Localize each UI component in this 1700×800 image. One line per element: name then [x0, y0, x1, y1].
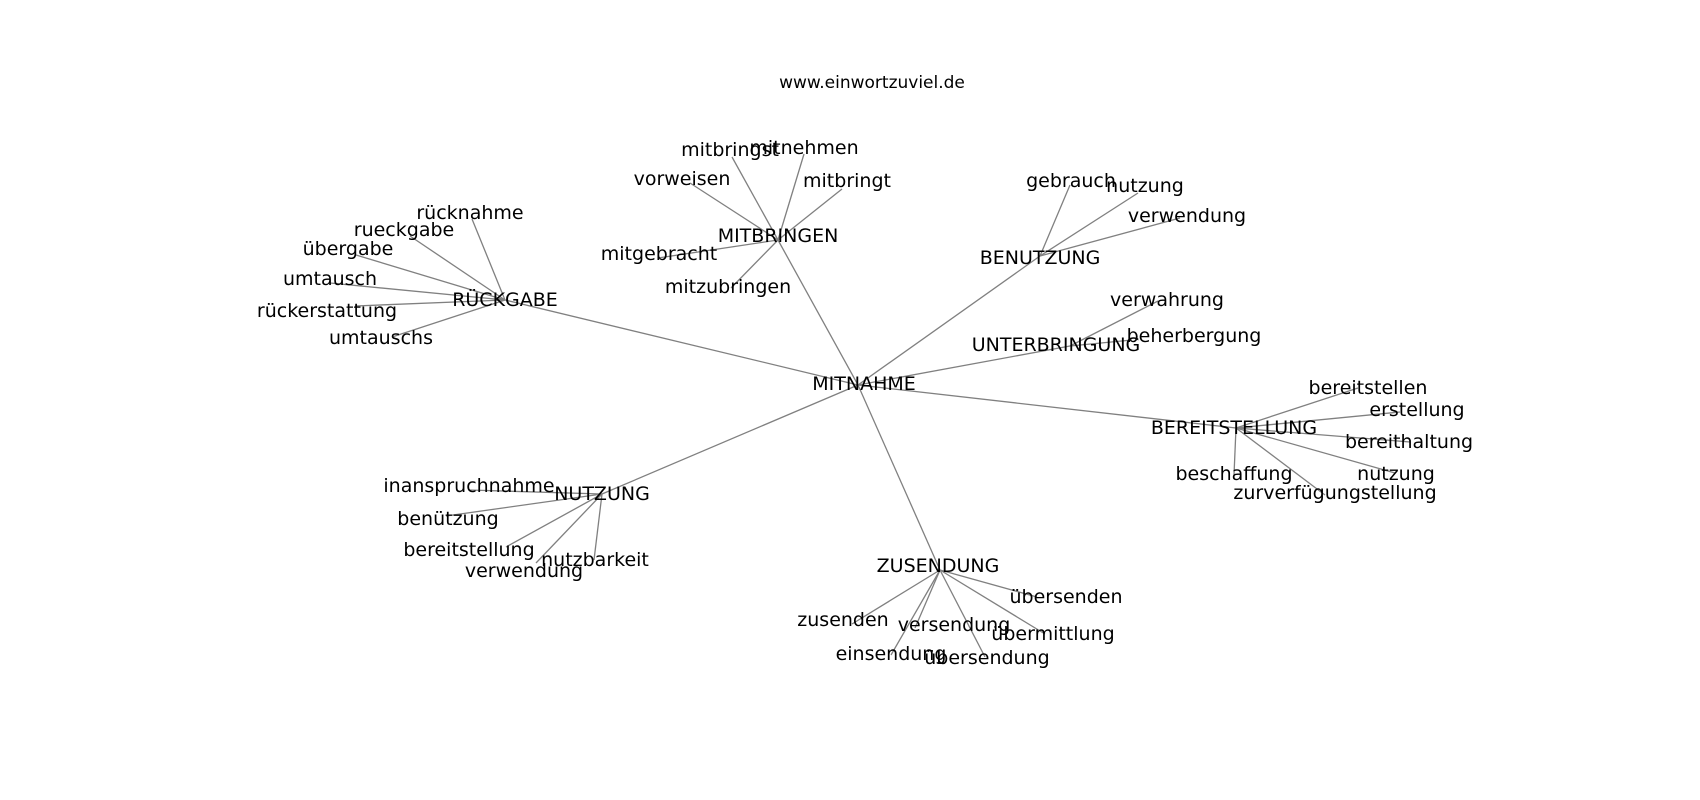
leaf-node-zusenden: zusenden [797, 609, 888, 631]
edge-mitbringen-mitzubringen [730, 239, 779, 289]
edge-rueckgabe-uebergabe [355, 254, 506, 301]
edge-nutzung-verwendung [535, 493, 603, 564]
edge-mitbringen-mitnehmen [777, 153, 805, 241]
edge-zusendung-einsendung [890, 569, 941, 656]
leaf-node-mitbringst: mitbringst [681, 139, 779, 161]
edge-root-benutzung [857, 255, 1041, 386]
edge-nutzung-benuetzung [445, 493, 603, 517]
edge-rueckgabe-rueckgabe [409, 235, 506, 301]
edge-zusendung-versendung [914, 569, 941, 629]
leaf-node-versendung: versendung [898, 614, 1011, 636]
edge-rueckgabe-umtausch [329, 282, 506, 301]
leaf-node-uebergabe: übergabe [303, 238, 394, 260]
leaf-node-mitzubringen: mitzubringen [665, 276, 791, 298]
hub-node-nutzung: NUTZUNG [554, 483, 650, 505]
edge-mitbringen-mitbringst [731, 156, 779, 241]
edge-nutzung-bereitstellung [505, 493, 603, 548]
hub-node-zusendung: ZUSENDUNG [877, 555, 1000, 577]
edge-unterbringung-verwahrung [1069, 300, 1159, 347]
leaf-node-zurverfuegungstellung: zurverfügungstellung [1233, 482, 1436, 504]
edge-rueckgabe-rueckerstattung [354, 299, 506, 307]
edge-bereitstellung-erstellung [1235, 411, 1401, 429]
edge-rueckgabe-umtauschs [391, 299, 506, 338]
edges-layer [329, 153, 1411, 658]
edge-bereitstellung-zurverfuegungstellung [1235, 427, 1326, 496]
leaf-node-rueckerstattung: rückerstattung [257, 300, 397, 322]
edge-mitbringen-vorweisen [689, 182, 779, 241]
leaf-node-bereithaltung: bereithaltung [1345, 431, 1473, 453]
edge-rueckgabe-ruecknahme [471, 218, 506, 301]
leaf-node-verwendung: verwendung [1128, 205, 1246, 227]
hub-node-benutzung: BENUTZUNG [980, 247, 1101, 269]
leaf-node-beherbergung: beherbergung [1127, 325, 1262, 347]
leaf-node-uebermittlung: übermittlung [991, 623, 1114, 645]
leaf-node-vorweisen: vorweisen [634, 168, 731, 190]
leaf-node-nutzung: nutzung [1106, 175, 1184, 197]
hub-node-rueckgabe: RÜCKGABE [452, 288, 558, 311]
edge-bereitstellung-bereithaltung [1235, 427, 1411, 443]
hub-node-mitbringen: MITBRINGEN [718, 225, 839, 247]
leaf-node-verwendung: verwendung [465, 560, 583, 582]
leaf-node-inanspruchnahme: inanspruchnahme [383, 475, 554, 497]
edge-mitbringen-mitgebracht [657, 239, 779, 259]
edge-root-mitbringen [777, 239, 859, 386]
edge-root-zusendung [857, 384, 941, 571]
leaf-node-beschaffung: beschaffung [1175, 463, 1292, 485]
edge-mitbringen-mitbringt [777, 188, 843, 241]
leaf-node-bereitstellen: bereitstellen [1309, 377, 1428, 399]
leaf-node-nutzbarkeit: nutzbarkeit [541, 549, 649, 571]
leaf-node-einsendung: einsendung [836, 643, 947, 665]
leaf-node-gebrauch: gebrauch [1026, 170, 1116, 192]
leaf-node-umtauschs: umtauschs [329, 327, 433, 349]
edge-zusendung-uebermittlung [939, 569, 1046, 635]
leaf-node-rueckgabe: rueckgabe [354, 219, 454, 241]
hub-node-bereitstellung: BEREITSTELLUNG [1151, 417, 1317, 439]
edge-zusendung-uebersendung [939, 569, 986, 658]
root-node-label: MITNAHME [812, 373, 916, 395]
edge-benutzung-gebrauch [1039, 184, 1071, 257]
edge-zusendung-uebersenden [939, 569, 1038, 598]
labels-layer: MITNAHME RÜCKGABE rücknahmerueckgabeüberga… [257, 137, 1473, 669]
edge-root-unterbringung [857, 345, 1071, 386]
leaf-node-mitgebracht: mitgebracht [601, 243, 717, 265]
leaf-node-umtausch: umtausch [283, 268, 377, 290]
leaf-node-nutzung: nutzung [1357, 463, 1435, 485]
leaf-node-uebersenden: übersenden [1009, 586, 1122, 608]
edge-root-bereitstellung [857, 384, 1237, 429]
edge-root-nutzung [601, 384, 859, 495]
edge-root-rueckgabe [504, 299, 859, 386]
leaf-node-uebersendung: übersendung [924, 647, 1049, 669]
leaf-node-mitnehmen: mitnehmen [749, 137, 858, 159]
leaf-node-benuetzung: benützung [397, 508, 498, 530]
edge-bereitstellung-beschaffung [1233, 427, 1237, 476]
source-label: www.einwortzuviel.de [779, 73, 965, 93]
edge-zusendung-zusenden [851, 569, 941, 625]
leaf-node-bereitstellung: bereitstellung [403, 539, 534, 561]
edge-benutzung-verwendung [1039, 217, 1181, 257]
edge-bereitstellung-nutzung [1235, 427, 1396, 474]
edge-nutzung-inanspruchnahme [468, 489, 603, 495]
leaf-node-ruecknahme: rücknahme [416, 202, 523, 224]
edge-benutzung-nutzung [1039, 192, 1139, 257]
leaf-node-mitbringt: mitbringt [803, 170, 891, 192]
edge-bereitstellung-bereitstellen [1235, 387, 1359, 429]
hub-node-unterbringung: UNTERBRINGUNG [972, 334, 1141, 356]
edge-unterbringung-beherbergung [1069, 339, 1133, 347]
leaf-node-verwahrung: verwahrung [1110, 289, 1224, 311]
leaf-node-erstellung: erstellung [1369, 399, 1464, 421]
edge-nutzung-nutzbarkeit [593, 493, 603, 561]
